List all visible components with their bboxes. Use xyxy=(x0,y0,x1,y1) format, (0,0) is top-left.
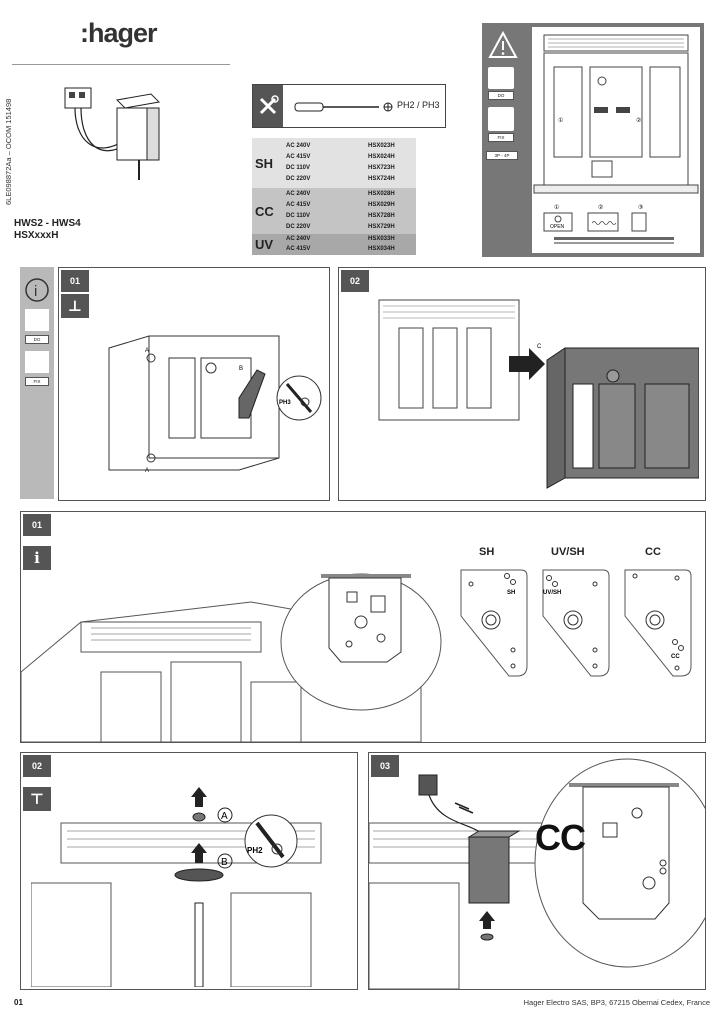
step-number: 03 xyxy=(371,755,399,777)
marker-b: B xyxy=(221,857,228,868)
doc-reference: 6LE098872Aa – OCOM 151498 xyxy=(4,98,13,205)
tool-size: PH3 xyxy=(279,400,291,406)
remove-icon: ⊥ xyxy=(61,294,89,318)
shunt-release-illustration xyxy=(64,87,161,180)
svg-text:③: ③ xyxy=(638,204,643,211)
info-sidebar: i DO FIX xyxy=(20,267,54,499)
company-address: Hager Electro SAS, BP3, 67215 Obernai Ce… xyxy=(523,998,710,1007)
plate-uvsh: UV/SH xyxy=(542,569,610,677)
plate-sh: SH xyxy=(460,569,528,677)
tag-poles: 3P - 4P xyxy=(486,151,518,160)
remove-icon: ⊤ xyxy=(23,787,51,811)
drawout-breaker-icon xyxy=(25,309,49,331)
cc-install-illustration xyxy=(369,758,705,989)
marker-a: A xyxy=(145,468,149,474)
marker-a: A xyxy=(221,811,228,822)
drawout-breaker-icon xyxy=(488,67,514,89)
screwdriver-size-label: PH2 / PH3 xyxy=(397,100,440,110)
plate-cc: CC xyxy=(624,569,692,677)
svg-text:①: ① xyxy=(554,204,559,211)
fixed-breaker-icon xyxy=(488,107,514,131)
step-number: 01 xyxy=(61,270,89,292)
tools-box: PH2 / PH3 xyxy=(252,84,446,128)
screw-removal-illustration: A B PH2 xyxy=(31,787,322,987)
plate-title-cc: CC xyxy=(645,546,661,558)
svg-text:②: ② xyxy=(598,204,603,211)
step-02-withdraw: 02 C xyxy=(338,267,706,501)
tool-size: PH2 xyxy=(247,846,263,855)
plate-title-sh: SH xyxy=(479,546,495,558)
info-icon: i xyxy=(23,546,51,570)
warning-icon xyxy=(488,31,518,58)
open-label: OPEN xyxy=(550,224,565,230)
tag-fix: FIX xyxy=(488,133,514,142)
breaker-front-diagram: ① ② ③ ① ② ③ OPEN xyxy=(532,27,700,253)
marker-a: A xyxy=(145,348,149,354)
marker-c: C xyxy=(537,344,542,350)
step-marker: ① xyxy=(558,117,563,124)
safety-panel: DO FIX 3P - 4P ① ② ③ ① ② ③ OPEN xyxy=(482,23,704,257)
screwdriver-icon xyxy=(294,102,393,112)
step-02-remove-screw: 02 ⊤ A B PH2 xyxy=(20,752,358,990)
plate-detail-illustration xyxy=(321,574,411,663)
tag-do: DO xyxy=(25,335,49,344)
header-divider xyxy=(12,64,230,65)
fixed-breaker-icon xyxy=(25,351,49,373)
step-number: 01 xyxy=(23,514,51,536)
model-reference: HWS2 - HWS4 HSXxxxH xyxy=(14,218,81,241)
step-number: 02 xyxy=(341,270,369,292)
marker-b: B xyxy=(239,366,243,372)
cc-large-label: CC xyxy=(535,817,586,858)
step-number: 02 xyxy=(23,755,51,777)
step-01-identify-plate: 01 i SH UV/SH CC SH UV/SH xyxy=(20,511,706,743)
tools-icon xyxy=(253,85,283,127)
plate-title-uvsh: UV/SH xyxy=(551,546,585,558)
tag-fix: FIX xyxy=(25,377,49,386)
step-03-install-cc: 03 CC xyxy=(368,752,706,990)
step-marker: ② xyxy=(636,117,641,124)
info-icon: i xyxy=(25,278,49,302)
svg-text:CC: CC xyxy=(671,654,680,660)
page-number: 01 xyxy=(14,998,23,1007)
svg-text:UV/SH: UV/SH xyxy=(543,590,561,596)
svg-text:i: i xyxy=(34,283,37,300)
step-01-remove-cover: 01 ⊥ A A B PH3 xyxy=(58,267,330,501)
svg-text:SH: SH xyxy=(507,590,515,596)
tag-do: DO xyxy=(488,91,514,100)
breaker-cover-illustration: A A B PH3 xyxy=(108,335,322,474)
withdraw-illustration: C xyxy=(378,299,699,489)
hager-logo: :hager xyxy=(80,18,158,48)
